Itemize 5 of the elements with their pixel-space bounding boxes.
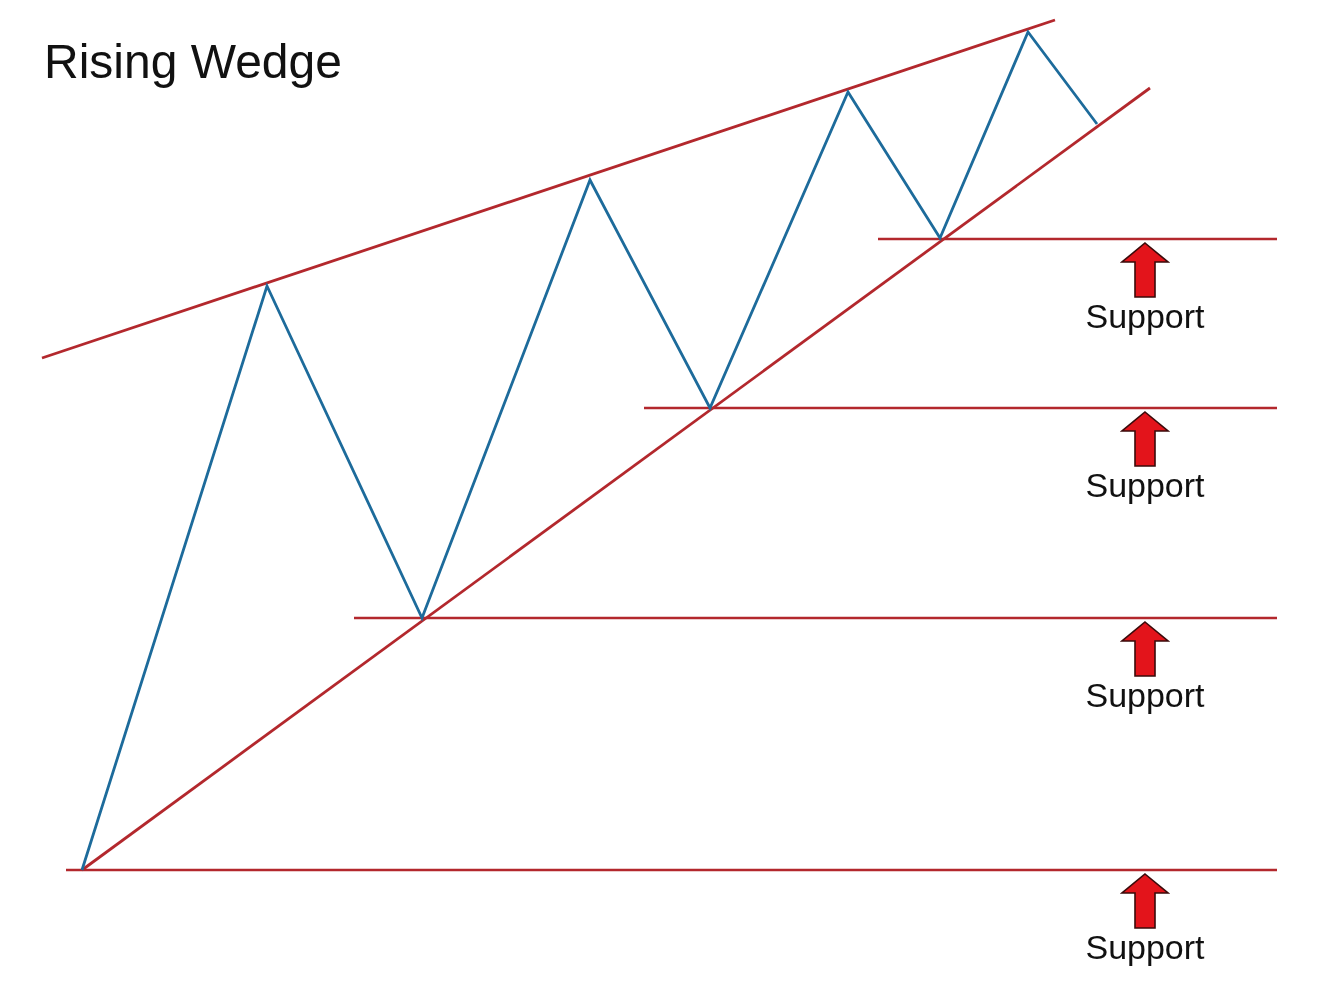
support-label: Support — [1085, 677, 1205, 715]
title: Rising Wedge — [44, 34, 342, 90]
support-label: Support — [1085, 929, 1205, 967]
support-label: Support — [1085, 467, 1205, 505]
support-label: Support — [1085, 298, 1205, 336]
